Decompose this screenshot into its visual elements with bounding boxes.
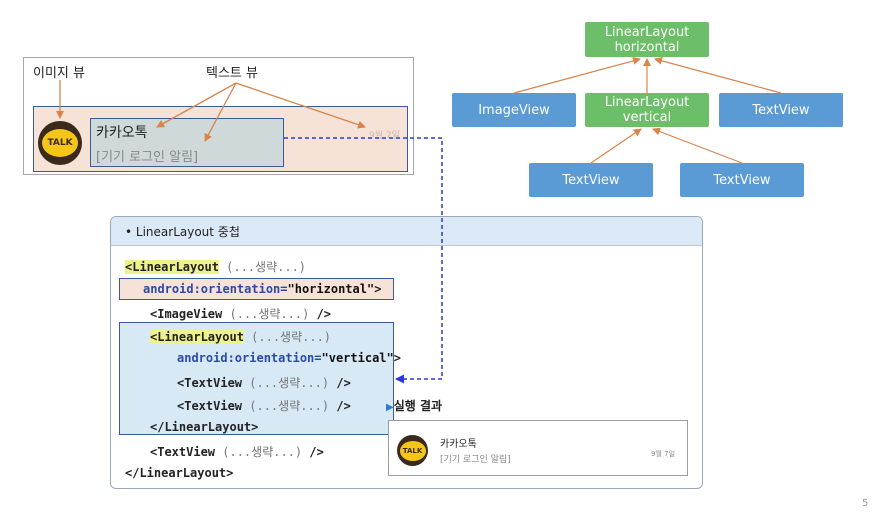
- arrow-text-title: [156, 82, 237, 128]
- code-value: "horizontal": [287, 282, 375, 296]
- code-end: />: [309, 445, 324, 459]
- result-date: 9월 7일: [651, 450, 676, 458]
- mockup-title: 카카오톡: [96, 125, 148, 141]
- triangle-icon: ▶: [386, 402, 394, 413]
- mockup-text-box: [90, 118, 284, 167]
- code-omitted: (...생략...): [222, 307, 317, 321]
- code-omitted: (...생략...): [243, 330, 332, 344]
- code-line-9: <TextView (...생략...) />: [150, 443, 324, 460]
- tree-textview-left-child: TextView: [529, 163, 653, 197]
- tree-textview-right: TextView: [719, 93, 843, 127]
- code-omitted: (...생략...): [242, 399, 337, 413]
- tree-edge-child-right: [652, 127, 743, 164]
- code-line-5: android:orientation="vertical">: [177, 351, 401, 365]
- result-talk-bubble-icon: TALK: [399, 440, 426, 461]
- page-number: 5: [862, 498, 869, 509]
- result-title: 카카오톡: [440, 439, 477, 450]
- code-omitted: (...생략...): [215, 445, 310, 459]
- code-tag: <TextView: [177, 399, 243, 413]
- tree-imageview: ImageView: [452, 93, 576, 127]
- kakaotalk-icon: TALK: [38, 121, 82, 165]
- code-value: "vertical": [321, 351, 394, 365]
- result-frame: [388, 420, 688, 476]
- code-tag: <ImageView: [150, 307, 223, 321]
- code-line-3: <ImageView (...생략...) />: [150, 305, 331, 322]
- code-line-8: </LinearLayout>: [150, 420, 259, 434]
- arrow-text-date: [235, 82, 366, 129]
- result-kakaotalk-icon: TALK: [397, 435, 428, 466]
- result-label: ▶실행 결과: [386, 397, 442, 414]
- code-line-4: <LinearLayout (...생략...): [150, 328, 331, 345]
- mockup-subtitle: [기기 로그인 알림]: [96, 150, 199, 165]
- orientation-horizontal-highlight: [119, 278, 394, 300]
- code-tag: <TextView: [150, 445, 216, 459]
- code-end: >: [393, 351, 401, 365]
- mockup-date: 9월 7일: [369, 131, 400, 141]
- code-panel-title: • LinearLayout 중첩: [125, 225, 240, 239]
- code-line-6: <TextView (...생략...) />: [177, 374, 351, 391]
- code-tag: <TextView: [177, 376, 243, 390]
- dashed-connector: [284, 137, 443, 384]
- code-line-7: <TextView (...생략...) />: [177, 397, 351, 414]
- code-line-10: </LinearLayout>: [125, 466, 234, 480]
- code-panel-header: • LinearLayout 중첩: [111, 217, 702, 246]
- code-end: />: [336, 376, 351, 390]
- tree-vertical: LinearLayout vertical: [585, 93, 709, 127]
- tree-edge-textview-right: [654, 56, 782, 94]
- code-tag: <LinearLayout: [125, 260, 219, 274]
- code-end: />: [316, 307, 332, 321]
- code-line-2: android:orientation="horizontal">: [143, 282, 381, 296]
- image-view-label: 이미지 뷰: [33, 66, 85, 81]
- result-label-text: 실행 결과: [393, 399, 443, 413]
- talk-bubble-icon: TALK: [42, 129, 78, 157]
- tree-edge-imageview: [513, 56, 641, 94]
- code-omitted: (...생략...): [242, 376, 337, 390]
- code-omitted: (...생략...): [218, 260, 307, 274]
- tree-edge-child-left: [590, 128, 642, 164]
- code-tag: <LinearLayout: [150, 330, 244, 344]
- code-end: >: [374, 282, 382, 296]
- code-attr: android:orientation=: [143, 282, 288, 296]
- code-attr: android:orientation=: [177, 351, 322, 365]
- result-subtitle: [기기 로그인 알림]: [440, 455, 511, 465]
- tree-textview-right-child: TextView: [680, 163, 804, 197]
- code-end: />: [336, 399, 351, 413]
- arrow-text-subtitle: [204, 82, 237, 142]
- tree-root-horizontal: LinearLayout horizontal: [585, 22, 709, 57]
- text-view-label: 텍스트 뷰: [206, 66, 258, 81]
- code-line-1: <LinearLayout (...생략...): [125, 258, 306, 275]
